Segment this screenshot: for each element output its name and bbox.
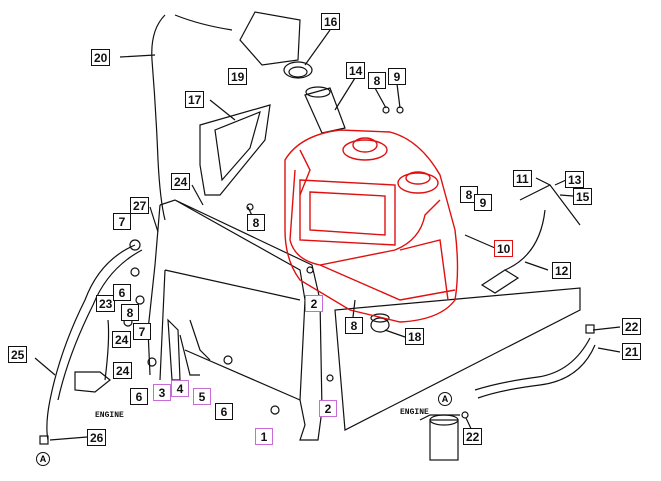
callout-6c[interactable]: 6	[215, 403, 233, 420]
callout-11[interactable]: 11	[513, 170, 532, 187]
callout-15[interactable]: 15	[573, 188, 593, 205]
callout-20[interactable]: 20	[91, 49, 111, 66]
leader-25	[34, 357, 56, 376]
callout-24b[interactable]: 24	[112, 331, 132, 348]
callout-8b[interactable]: 8	[247, 214, 265, 231]
callout-8a[interactable]: 8	[368, 72, 386, 89]
leader-21	[597, 347, 621, 353]
engine-label-right: ENGINE	[400, 408, 429, 417]
callout-8d[interactable]: 8	[121, 304, 139, 321]
filler-cap-16	[283, 61, 313, 79]
leader-17	[209, 99, 236, 121]
leader-24a	[191, 184, 204, 206]
engine-label-left: ENGINE	[95, 411, 124, 420]
leader-8a	[374, 87, 387, 109]
leader-14	[334, 77, 356, 111]
callout-10[interactable]: 10	[494, 240, 514, 257]
leader-15	[559, 194, 574, 197]
callout-22b[interactable]: 22	[463, 428, 483, 445]
callout-3[interactable]: 3	[153, 384, 171, 401]
leader-20	[119, 54, 156, 58]
hose-14	[304, 87, 346, 134]
callout-5[interactable]: 5	[193, 388, 211, 405]
leader-10	[464, 234, 496, 249]
breather-hose-20	[151, 14, 166, 221]
marker-a-left: A	[36, 452, 50, 466]
filler-neck-19	[239, 11, 301, 66]
callout-13[interactable]: 13	[565, 171, 585, 188]
callout-16[interactable]: 16	[321, 13, 341, 30]
leader-26	[49, 436, 88, 441]
grommet-18	[370, 317, 390, 333]
tray	[334, 287, 581, 431]
callout-9a[interactable]: 9	[388, 68, 406, 85]
fuel-fitting-left	[74, 371, 111, 393]
leader-11	[535, 177, 551, 186]
cover-17	[199, 104, 271, 196]
callout-2a[interactable]: 2	[305, 295, 323, 312]
callout-4[interactable]: 4	[171, 380, 189, 397]
leader-18	[384, 329, 406, 338]
callout-26[interactable]: 26	[87, 429, 107, 446]
callout-23[interactable]: 23	[96, 295, 116, 312]
leader-22a	[592, 326, 621, 331]
hose-25	[46, 244, 136, 441]
callout-27[interactable]: 27	[130, 197, 150, 214]
callout-24a[interactable]: 24	[171, 173, 191, 190]
callout-2b[interactable]: 2	[319, 400, 337, 417]
callout-17[interactable]: 17	[185, 91, 205, 108]
callout-9b[interactable]: 9	[474, 194, 492, 211]
callout-6a[interactable]: 6	[113, 284, 131, 301]
callout-8e[interactable]: 8	[345, 317, 363, 334]
return-hose-21	[477, 344, 596, 399]
hose-23	[104, 319, 110, 381]
callout-18[interactable]: 18	[405, 328, 425, 345]
callout-24c[interactable]: 24	[113, 362, 133, 379]
callout-19[interactable]: 19	[228, 68, 248, 85]
leader-13	[554, 179, 567, 186]
leader-9a	[396, 83, 401, 109]
callout-6b[interactable]: 6	[130, 388, 148, 405]
callout-25[interactable]: 25	[8, 346, 28, 363]
marker-a-right: A	[438, 392, 452, 406]
callout-1[interactable]: 1	[255, 428, 273, 445]
callout-22a[interactable]: 22	[622, 318, 642, 335]
fuel-tank-10	[284, 129, 459, 323]
fuel-filter-right	[429, 419, 459, 461]
callout-7a[interactable]: 7	[113, 213, 131, 230]
callout-21[interactable]: 21	[622, 343, 642, 360]
callout-7b[interactable]: 7	[133, 323, 151, 340]
callout-12[interactable]: 12	[552, 262, 572, 279]
leader-12	[524, 261, 549, 271]
frame-1	[159, 199, 323, 441]
bracket-3-4-5	[167, 318, 181, 381]
gauge-12	[480, 269, 520, 294]
leader-27	[149, 206, 159, 233]
callout-14[interactable]: 14	[346, 62, 366, 79]
leader-16	[304, 29, 331, 66]
